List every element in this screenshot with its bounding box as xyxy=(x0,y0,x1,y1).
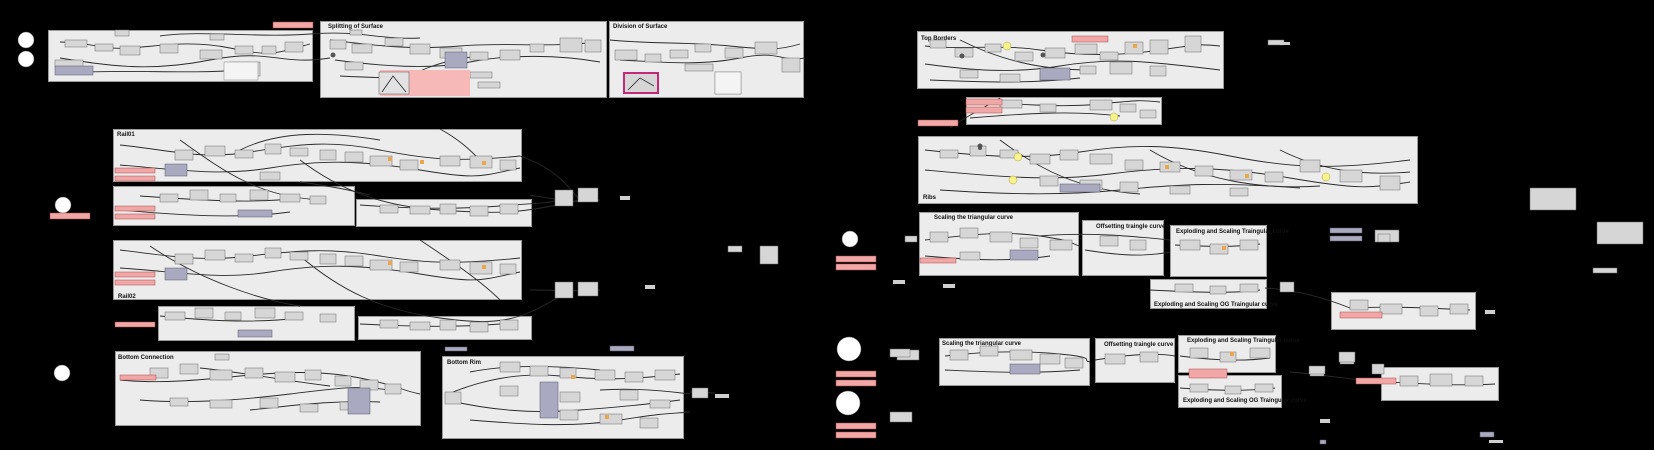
group-title: Offsetting traingle curve inward xyxy=(1104,342,1195,348)
graph-curve xyxy=(627,77,655,91)
graph-curve xyxy=(381,75,407,93)
group-rail01-sub-a[interactable] xyxy=(113,186,355,226)
group-title: Offsetting traingle curve inward xyxy=(1096,224,1187,230)
slider-params xyxy=(49,21,1397,439)
relay-markers xyxy=(330,52,1046,150)
component-nodes xyxy=(54,29,1644,429)
group-title: Division of Surface xyxy=(613,24,668,30)
group-title: Exploding and Scaling Traingular curve xyxy=(1187,338,1300,344)
group-title: Bottom Rim xyxy=(447,360,481,366)
group-title: Bottom Connection xyxy=(118,355,174,361)
group-title: Exploding and Scaling OG Traingular curv… xyxy=(1154,302,1278,308)
wire-set xyxy=(59,32,1496,426)
operation-markers xyxy=(388,44,1249,419)
canvas-circles xyxy=(17,31,862,416)
group-title: Rail01 xyxy=(117,132,135,138)
panel xyxy=(223,61,259,81)
dark-components xyxy=(54,51,1495,445)
group-title: Scaling the triangular curve xyxy=(942,341,1022,347)
yellow-panels xyxy=(1002,41,1331,185)
graph-mapper-preview xyxy=(378,71,410,95)
group-title: Exploding and Scaling OG Traingular curv… xyxy=(1183,398,1307,404)
group-title: Ribs xyxy=(923,195,937,201)
group-title: Scaling the triangular curve xyxy=(934,215,1014,221)
panel xyxy=(714,71,742,95)
floating-nodes xyxy=(620,42,1503,443)
group-title: Exploding and Scaling Traingular curve xyxy=(1176,229,1289,235)
group-title: Splitting of Surface xyxy=(328,24,384,30)
group-title: Rail02 xyxy=(118,294,136,300)
group-offsetting-triangle-1[interactable]: Offsetting traingle curve inward xyxy=(1082,220,1186,276)
selected-graph-mapper[interactable] xyxy=(623,72,659,94)
group-title: Top Borders xyxy=(921,36,957,42)
